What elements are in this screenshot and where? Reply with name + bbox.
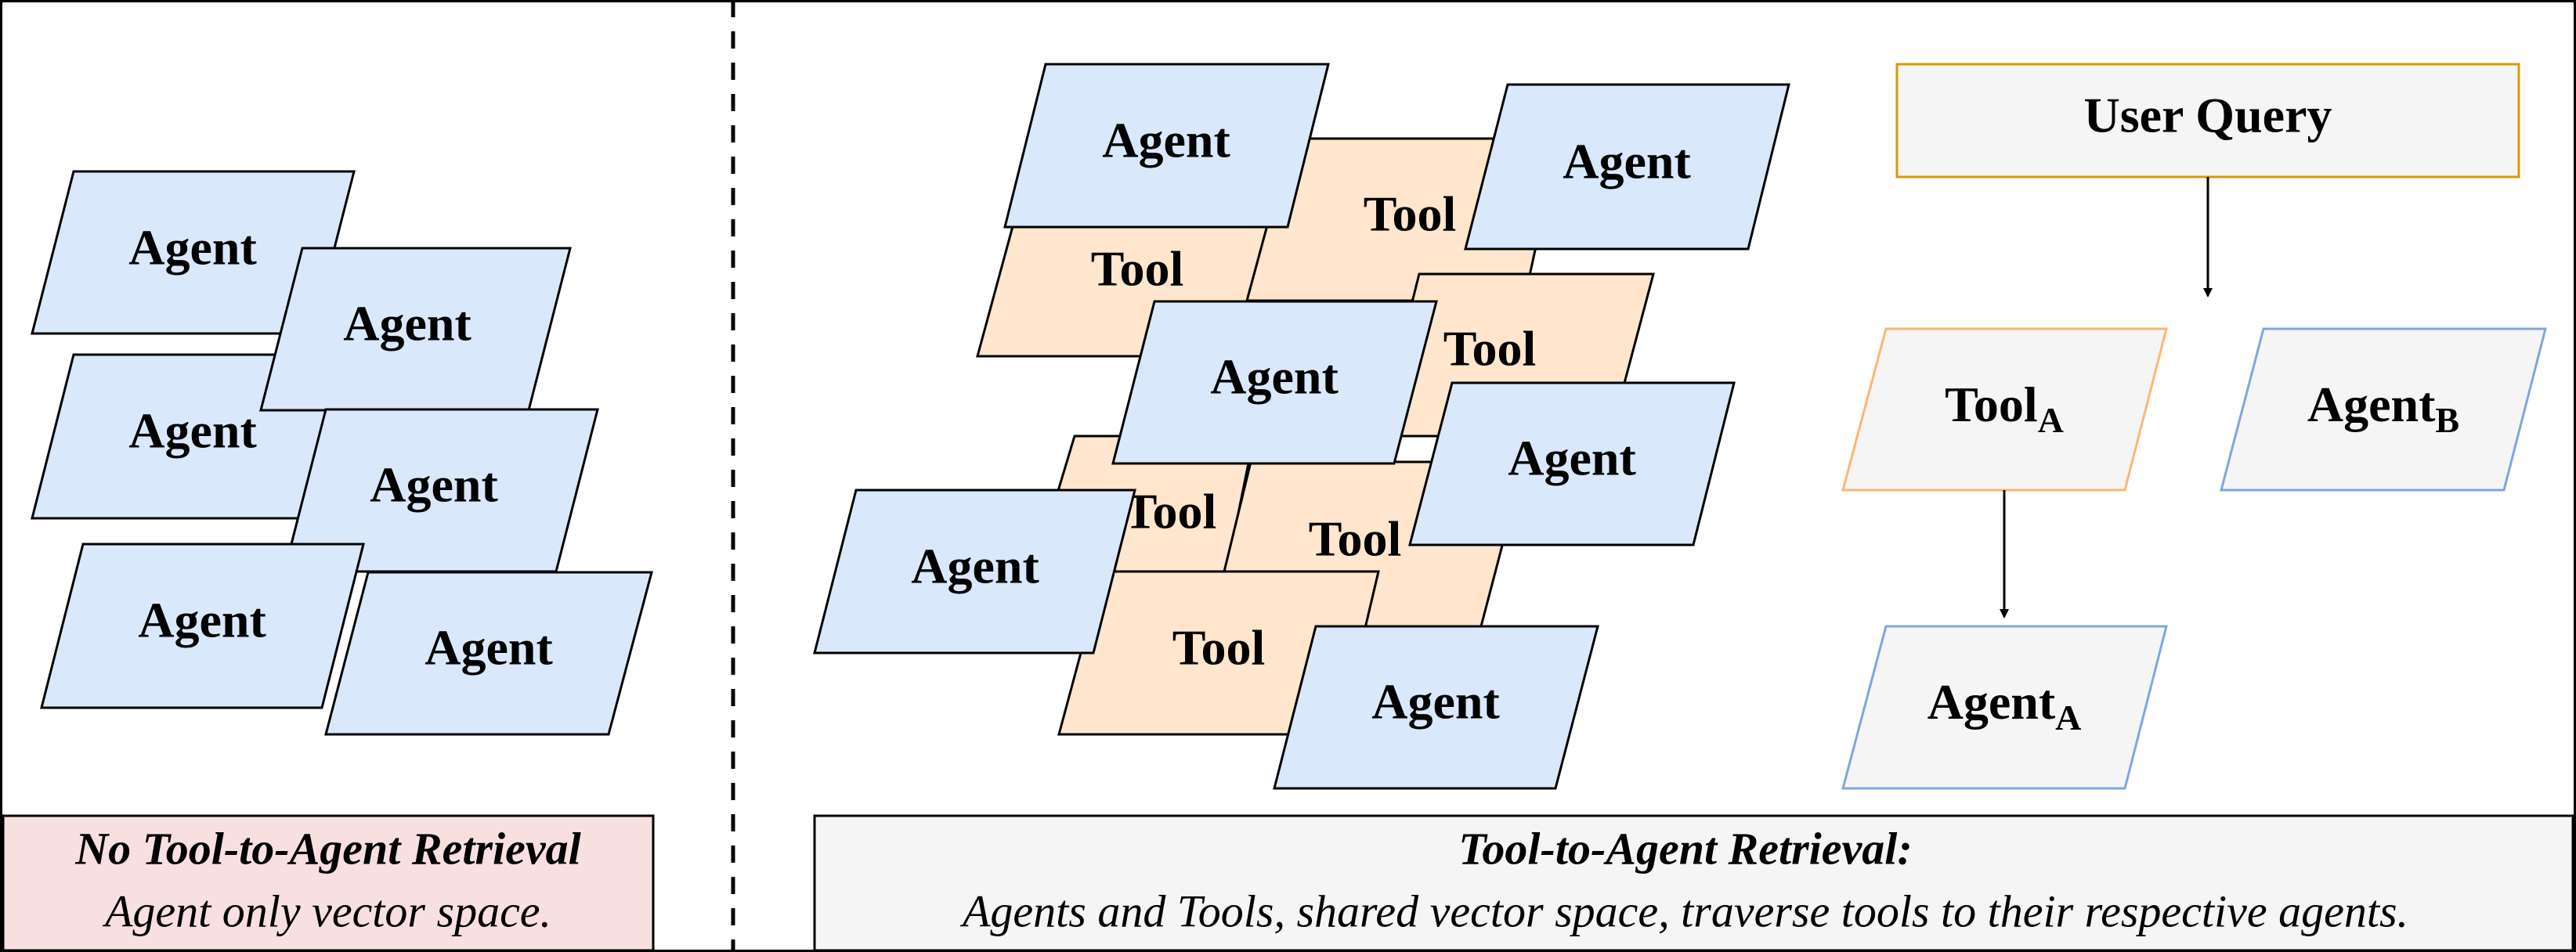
left-panel: Agent Agent Agent Agent Agent Agent [31,170,653,736]
query-flow: User Query ToolA AgentB AgentA [1841,63,2547,790]
agent-a-label-base: Agent [1927,674,2056,730]
agent-b-label-base: Agent [2307,377,2436,432]
agent-label: Agent [343,296,471,352]
tool-label: Tool [1091,241,1184,297]
agent-node: Agent [1408,381,1736,546]
agent-a-label: AgentA [1927,674,2082,737]
agent-node: Agent [1111,300,1438,465]
tool-node: Tool [1245,137,1561,302]
agent-label: Agent [1563,134,1691,189]
agent-node: Agent [1003,63,1330,229]
agent-b-node: AgentB [2220,327,2547,492]
agent-node: Agent [259,247,572,412]
agent-a-node: AgentA [1841,625,2168,790]
agent-label: Agent [1371,674,1500,730]
agent-label: Agent [128,220,257,276]
agent-node: Agent [1273,625,1599,790]
tool-label: Tool [1443,321,1537,377]
agent-label: Agent [1210,349,1339,405]
agent-a-label-sub: A [2055,698,2081,737]
tool-label: Tool [1172,620,1266,676]
agent-label: Agent [128,403,257,459]
agent-node: Agent [40,543,365,709]
left-caption-title: No Tool-to-Agent Retrieval [74,823,581,874]
tool-a-label: ToolA [1945,377,2064,440]
shared-vector-space: Tool Tool Tool Tool Tool Tool Agent [813,63,1790,790]
agent-node: Agent [324,571,653,736]
user-query-label: User Query [2084,88,2332,143]
right-caption-title: Tool-to-Agent Retrieval: [1458,823,1912,874]
tool-label: Tool [1124,484,1217,539]
tool-label: Tool [1309,511,1402,567]
agent-node: Agent [31,170,356,335]
right-caption-box: Tool-to-Agent Retrieval: Agents and Tool… [813,814,2574,952]
tool-label: Tool [1364,186,1457,242]
agent-label: Agent [138,593,266,648]
left-caption-subtitle: Agent only vector space. [102,885,551,936]
tool-a-label-base: Tool [1945,377,2038,432]
agent-node: Agent [813,489,1136,654]
user-query-box: User Query [1895,63,2520,178]
left-caption-box: No Tool-to-Agent Retrieval Agent only ve… [2,814,655,952]
agent-label: Agent [911,539,1039,594]
agent-label: Agent [425,620,553,676]
right-caption-subtitle: Agents and Tools, shared vector space, t… [959,885,2408,936]
tool-a-node: ToolA [1841,327,2168,492]
agent-b-label-sub: B [2435,400,2459,440]
agent-label: Agent [1102,113,1230,168]
agent-label: Agent [1508,431,1636,486]
agent-label: Agent [370,457,498,513]
agent-node: Agent [1464,83,1790,251]
agent-b-label: AgentB [2307,377,2459,440]
tool-a-label-sub: A [2038,400,2064,440]
